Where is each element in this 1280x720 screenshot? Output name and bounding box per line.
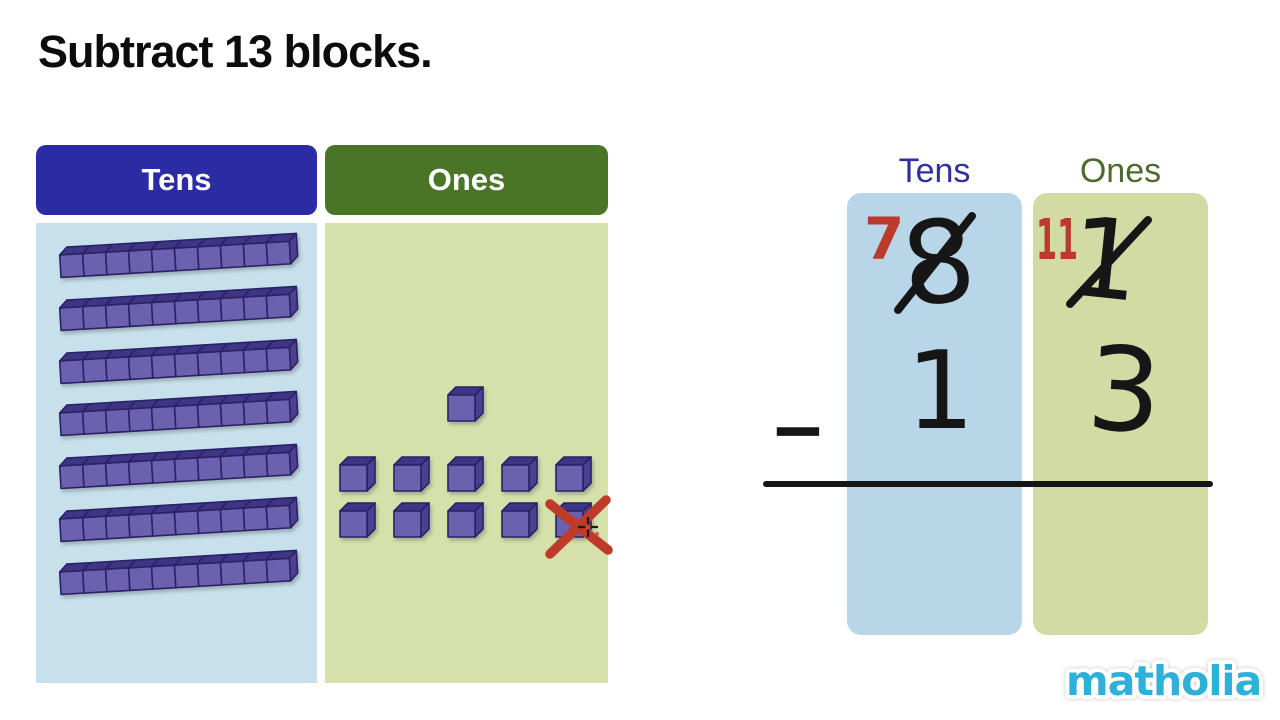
minus-sign: − (772, 393, 824, 466)
subtrahend-ones-digit: 3 (1084, 321, 1165, 460)
worksheet-tens-label: Tens (898, 152, 971, 190)
crossed-ones-digit: 1 (1064, 192, 1147, 327)
subtrahend-tens-digit: 1 (906, 329, 975, 454)
regrouped-ones-digit: 11 (1036, 208, 1078, 273)
tens-column-area (36, 223, 317, 683)
matholia-logo-text: matholia (1066, 657, 1261, 705)
tens-header-label: Tens (141, 162, 212, 197)
ones-header-label: Ones (427, 162, 506, 197)
tens-strike-slash (894, 212, 976, 314)
ones-column-header: Ones (325, 145, 608, 215)
tens-column-header: Tens (36, 145, 317, 215)
ones-column-area (325, 223, 608, 683)
regrouped-tens-digit: 7 (864, 205, 904, 273)
ones-strike-slash (1066, 216, 1152, 308)
worksheet-ones-label: Ones (1079, 152, 1162, 190)
page-title: Subtract 13 blocks. (38, 26, 433, 77)
matholia-logo: matholia (1062, 653, 1266, 709)
worksheet-ones-box (1033, 193, 1208, 635)
handwriting-layer: 7 8 11 1 − 1 3 (763, 192, 1213, 487)
